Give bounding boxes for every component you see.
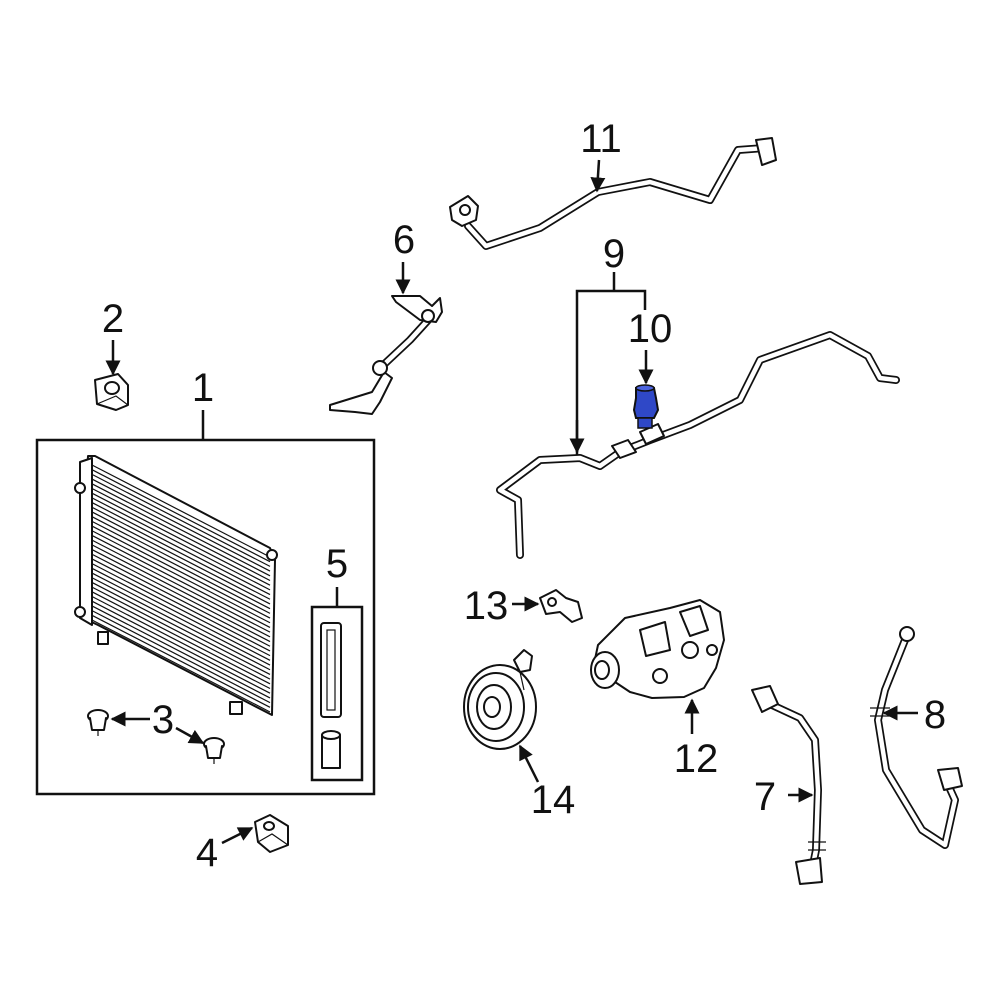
hose-8-part[interactable] xyxy=(870,626,963,849)
callout-10[interactable]: 10 xyxy=(628,307,673,351)
condenser-assembly-box xyxy=(35,438,376,796)
bracket-2-part[interactable] xyxy=(94,373,129,411)
callout-1[interactable]: 1 xyxy=(192,366,214,410)
mount-bushing-lower[interactable] xyxy=(203,737,225,764)
callout-6[interactable]: 6 xyxy=(393,218,415,262)
callout-9[interactable]: 9 xyxy=(603,232,625,276)
desiccant-cartridge-part[interactable] xyxy=(320,622,342,769)
callout-14[interactable]: 14 xyxy=(531,778,576,822)
hose-7-part[interactable] xyxy=(751,685,826,885)
mount-bushing-upper[interactable] xyxy=(87,709,109,736)
pressure-switch-10-part[interactable] xyxy=(632,384,660,429)
callout-8[interactable]: 8 xyxy=(924,693,946,737)
callout-4-leader xyxy=(221,826,254,845)
callout-11[interactable]: 11 xyxy=(580,117,622,161)
callout-4[interactable]: 4 xyxy=(196,831,218,875)
callout-7[interactable]: 7 xyxy=(754,775,776,819)
callout-13[interactable]: 13 xyxy=(464,584,509,628)
bracket-4-part[interactable] xyxy=(254,814,289,853)
callout-9-bracket xyxy=(575,289,647,456)
callout-3-leader-b xyxy=(175,726,205,745)
clutch-14-part[interactable] xyxy=(463,649,537,750)
callout-3[interactable]: 3 xyxy=(152,698,174,742)
bracket-13-part[interactable] xyxy=(539,589,583,623)
condenser-part[interactable] xyxy=(74,455,278,716)
callout-5[interactable]: 5 xyxy=(326,542,348,586)
pipe-6-part[interactable] xyxy=(329,295,443,415)
callout-12[interactable]: 12 xyxy=(674,737,719,781)
callout-11-leader xyxy=(590,159,606,193)
callout-14-leader xyxy=(518,744,540,783)
pipe-11-part[interactable] xyxy=(449,137,777,250)
liquid-line-9-part[interactable] xyxy=(496,331,900,559)
callout-2[interactable]: 2 xyxy=(102,297,124,341)
compressor-12-part[interactable] xyxy=(590,599,725,699)
